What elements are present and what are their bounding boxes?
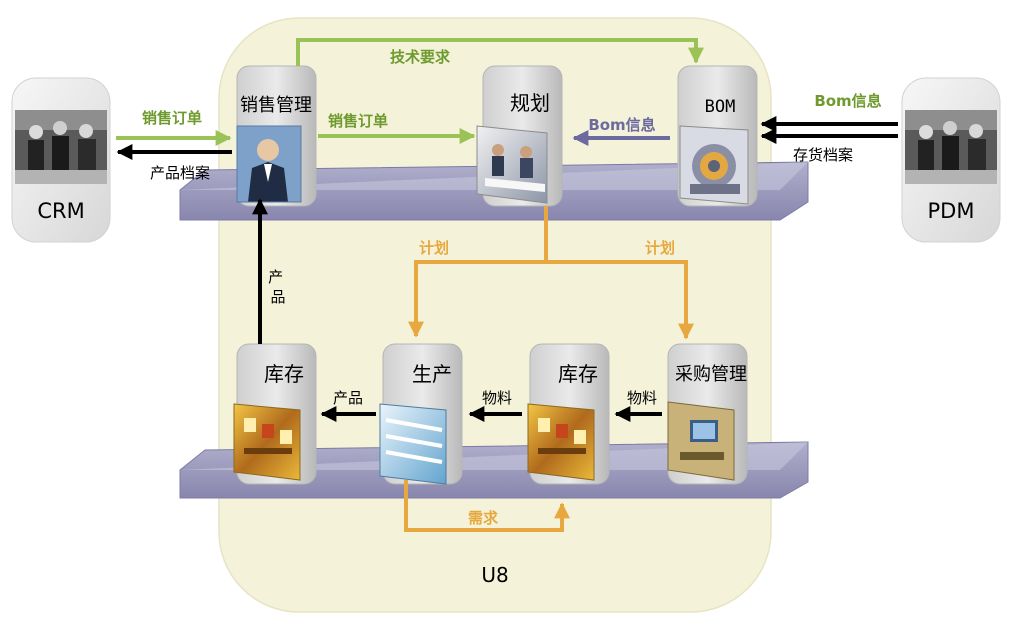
u8-label: U8: [481, 563, 508, 587]
module-inventory-left: [233, 343, 317, 485]
warehouse-photo-icon: [527, 403, 595, 481]
bom-info-pdm-label: Bom信息: [814, 92, 881, 110]
planning-module-label: 规划: [510, 91, 550, 115]
production-module-label: 生产: [412, 362, 452, 386]
module-sales: [236, 65, 317, 207]
module-production: [379, 343, 463, 485]
product-up-label: 产 品: [268, 268, 288, 306]
module-bom: [677, 65, 758, 207]
businessman-photo-icon: [236, 125, 302, 203]
bottom-shelf: [179, 441, 809, 499]
product-archive-label: 产品档案: [150, 164, 210, 182]
crm-card: [11, 77, 111, 243]
module-inventory-right: [527, 343, 610, 485]
material-mid-label: 物料: [482, 389, 512, 407]
warehouse-photo-icon: [233, 403, 301, 481]
demand-label: 需求: [468, 509, 499, 527]
sales-order-internal-label: 销售订单: [328, 112, 388, 130]
pdm-card: [901, 77, 1001, 243]
sales-module-label: 销售管理: [240, 95, 312, 116]
inventory-right-module-label: 库存: [558, 362, 598, 386]
gear-photo-icon: [679, 125, 749, 205]
material-right-label: 物料: [627, 389, 657, 407]
product-left-label: 产品: [333, 389, 363, 407]
plan-left-arrow: [408, 260, 546, 338]
plan-right-label: 计划: [645, 239, 675, 257]
meeting-photo-icon: [476, 125, 548, 204]
sales-order-in-label: 销售订单: [142, 109, 202, 127]
plan-right-arrow: [546, 260, 694, 340]
inventory-left-module-label: 库存: [264, 362, 304, 386]
pdm-photo-icon: [905, 110, 997, 184]
module-purchasing: [667, 343, 748, 485]
plan-left-label: 计划: [419, 239, 449, 257]
computer-photo-icon: [667, 401, 735, 481]
factory-photo-icon: [379, 403, 447, 485]
crm-label: CRM: [37, 199, 84, 223]
inventory-archive-label: 存货档案: [793, 146, 853, 164]
bom-info-internal-label: Bom信息: [588, 116, 655, 134]
pdm-label: PDM: [928, 199, 975, 223]
tech-requirements-label: 技术要求: [390, 48, 451, 66]
demand-arrow: [404, 480, 570, 532]
product-up-char-1: 产: [268, 268, 283, 286]
product-up-char-2: 品: [270, 288, 285, 306]
tech-requirements-arrow: [296, 38, 704, 66]
module-planning: [476, 65, 563, 207]
bom-module-label: BOM: [705, 97, 736, 117]
crm-photo-icon: [15, 110, 107, 184]
purchasing-module-label: 采购管理: [675, 364, 747, 385]
